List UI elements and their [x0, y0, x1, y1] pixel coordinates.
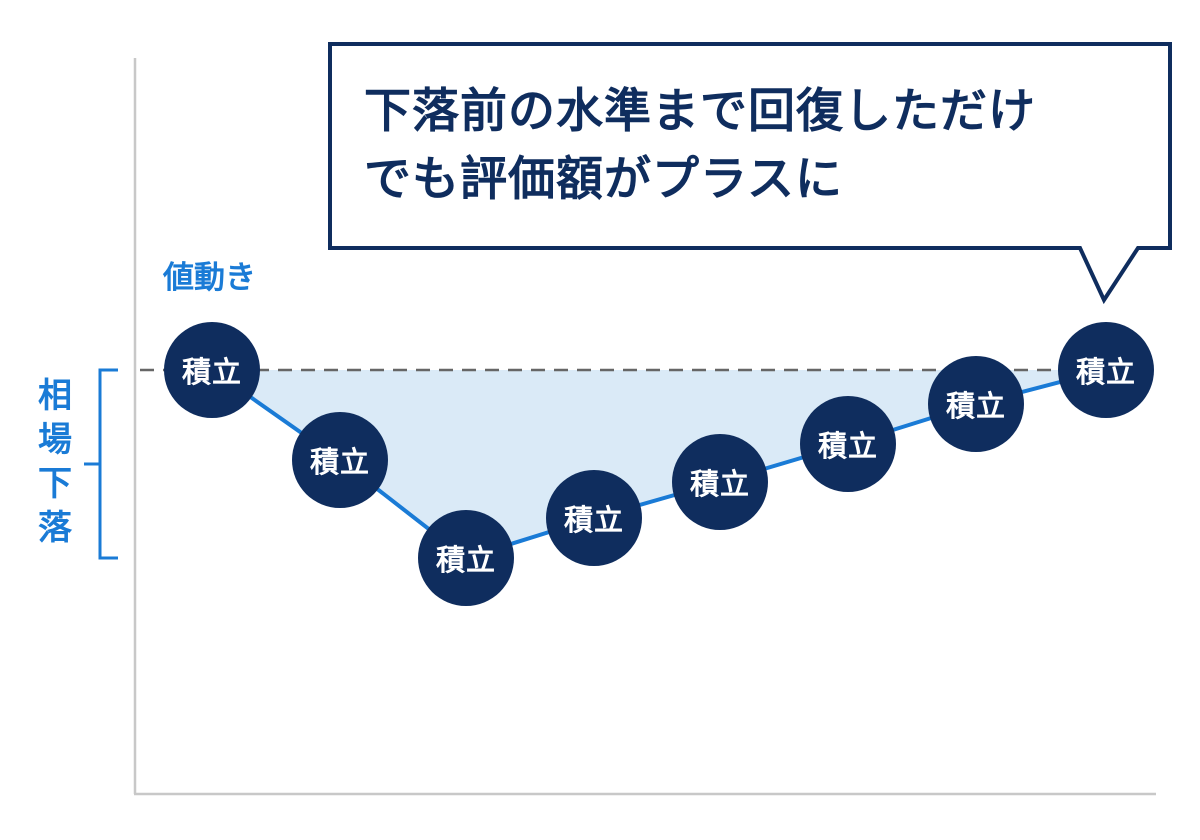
node-circle [418, 510, 514, 606]
y-axis-label: 値動き [163, 260, 256, 296]
callout-line-2: でも評価額がプラスに [364, 152, 844, 207]
node-circle [800, 396, 896, 492]
decline-label-char: 落 [38, 508, 72, 548]
decline-label-char: 下 [38, 464, 72, 504]
decline-bracket [84, 368, 118, 560]
callout-line-1: 下落前の水準まで回復しただけ [364, 84, 1036, 139]
decline-label-char: 場 [38, 420, 72, 460]
node-label: 積立 [435, 543, 496, 577]
node-label: 積立 [563, 503, 624, 537]
node-circle [546, 470, 642, 566]
node-label: 積立 [817, 429, 878, 463]
node-label: 積立 [1075, 355, 1136, 389]
decline-label: 相 場 下 落 [33, 374, 77, 550]
node-label: 積立 [181, 355, 242, 389]
node-circle [672, 434, 768, 530]
node-circle [292, 412, 388, 508]
nodes [164, 322, 1154, 606]
node-label: 積立 [309, 445, 370, 479]
callout-text: 下落前の水準まで回復しただけ でも評価額がプラスに [364, 78, 1164, 214]
speech-bubble [328, 42, 1172, 305]
node-label: 積立 [945, 389, 1006, 423]
node-circle [1058, 322, 1154, 418]
node-label: 積立 [689, 467, 750, 501]
node-circle [164, 322, 260, 418]
node-circle [928, 356, 1024, 452]
decline-label-char: 相 [38, 376, 72, 416]
